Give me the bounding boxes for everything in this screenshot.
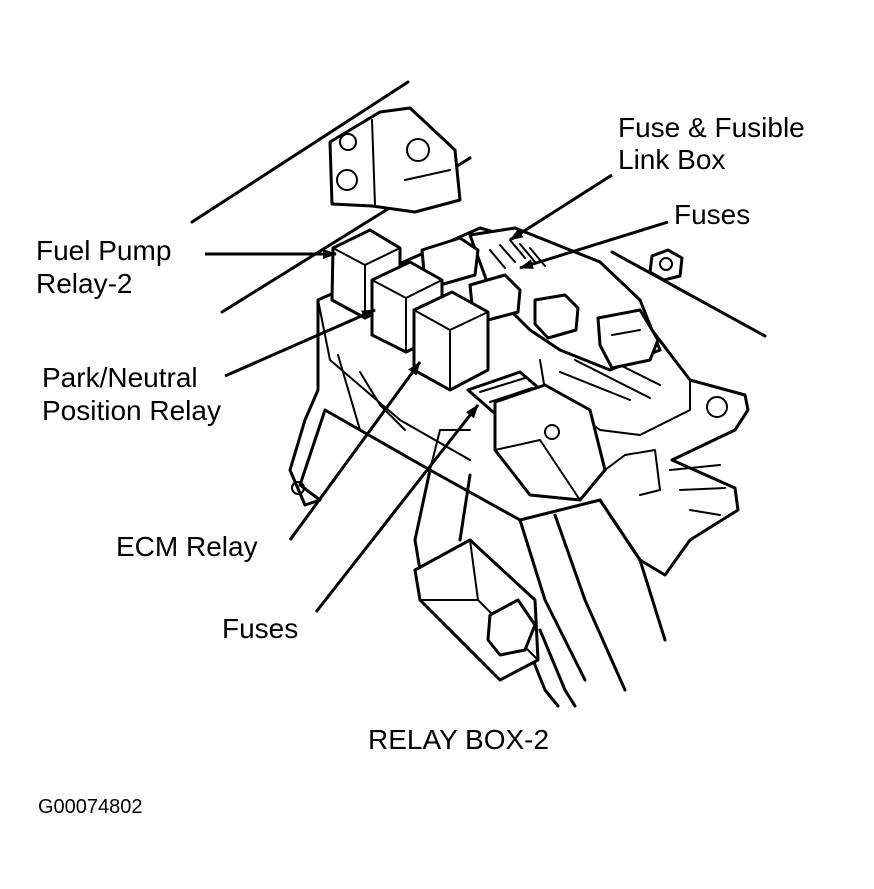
caption: RELAY BOX-2 [368, 724, 550, 755]
arrow-fuse-link-box [509, 173, 613, 242]
arrow-fuses-bottom [314, 404, 480, 613]
fuse-housing-small [420, 236, 580, 340]
label-fuel-pump-line1: Fuel Pump [36, 235, 172, 266]
mounting-bracket [328, 106, 462, 214]
arrow-fuses-top [519, 220, 669, 270]
label-ecm-relay: ECM Relay [116, 531, 258, 562]
label-park-neutral-line1: Park/Neutral [42, 362, 198, 393]
arrow-ecm-relay [288, 361, 422, 541]
connector-block [493, 383, 607, 502]
label-fuses-bottom: Fuses [222, 613, 299, 644]
figure-id: G00074802 [38, 796, 143, 818]
label-fuse-link-box-line2: Link Box [618, 144, 726, 175]
ecm-relay [412, 290, 490, 392]
label-park-neutral-line2: Position Relay [42, 395, 221, 426]
arrow-park-neutral-relay [224, 308, 376, 378]
label-fuel-pump-line2: Relay-2 [36, 268, 133, 299]
label-fuse-link-box-line1: Fuse & Fusible [618, 112, 805, 143]
label-fuses-top: Fuses [674, 199, 751, 230]
callout-arrows [205, 173, 669, 613]
bolt-icon [648, 248, 684, 282]
harness-connector [413, 538, 540, 682]
